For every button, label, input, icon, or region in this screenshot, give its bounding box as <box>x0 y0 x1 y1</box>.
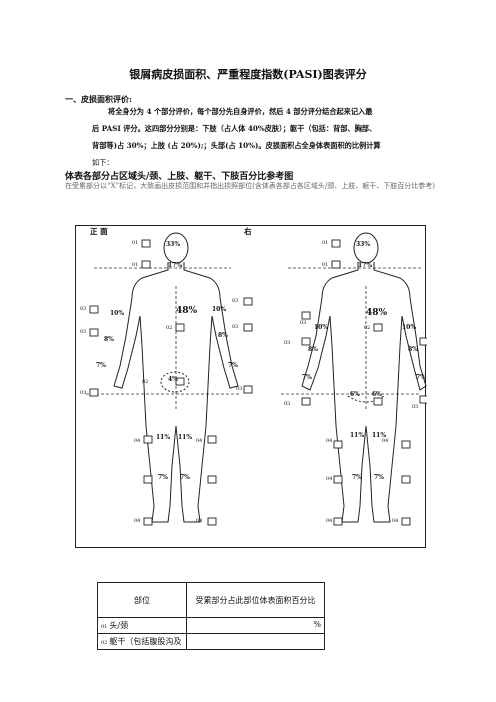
table-header-region: 部位 <box>97 582 187 618</box>
code-arm-front-6: 03 <box>236 386 243 392</box>
code-leg-back-2: 04 <box>382 438 389 444</box>
code-trunk-front: 02 <box>166 325 173 331</box>
front-upper-arm-l-pct: 10% <box>110 310 125 317</box>
front-label: 正 面 <box>90 227 108 236</box>
row-code: 02 <box>101 640 108 646</box>
paragraph-line-3: 背部等)占 30%；上肢 (占 20%);；头部(占 10%)。皮损面积占全身体… <box>92 141 381 150</box>
code-leg-front-2: 04 <box>196 438 203 444</box>
back-calf-l-pct: 7% <box>352 474 362 481</box>
code-leg-back-5: 04 <box>392 518 399 524</box>
code-arm-front-1: 03 <box>80 306 87 312</box>
checkboxes <box>89 239 427 526</box>
back-thigh-r-pct: 11% <box>372 432 387 439</box>
section-heading-area: 一、皮损面积评价: <box>65 94 132 104</box>
code-arm-back-3: 03 <box>284 401 291 407</box>
back-trunk-pct: 48% <box>366 308 388 318</box>
code-head-back: 01 <box>322 240 329 246</box>
code-leg-front-1: 04 <box>134 438 141 444</box>
code-arm-back-4: 03 <box>412 404 419 410</box>
back-head-pct: 33% <box>356 241 371 248</box>
back-upper-arm-l-pct: 10% <box>314 324 329 331</box>
back-upper-arm-r-pct: 10% <box>402 324 417 331</box>
front-head-pct: 33% <box>166 241 181 248</box>
division-lines <box>86 267 421 411</box>
back-buttock-r-pct: 6% <box>372 391 382 398</box>
figure-instruction: 在受累部分以“X”标记，大致画出皮损范围和并指出损照部位(含体表各部占各区域头/… <box>65 182 435 190</box>
front-body-outline <box>113 232 239 523</box>
back-hand-l-pct: 7% <box>302 374 312 381</box>
back-thigh-l-pct: 11% <box>350 432 365 439</box>
code-trunk-back: 02 <box>364 325 371 331</box>
back-forearm-l-pct: 8% <box>308 346 318 353</box>
front-thigh-l-pct: 11% <box>156 434 171 441</box>
front-calf-r-pct: 7% <box>180 474 190 481</box>
paragraph-line-1: 将全身分为 4 个部分评价，每个部分先自身评价，然后 4 部分评分结合起来记入最 <box>108 107 373 116</box>
back-buttock-l-pct: 6% <box>350 391 360 398</box>
code-head-front: 01 <box>132 240 139 246</box>
back-neck-pct: 17% <box>358 262 373 269</box>
code-leg-back-4: 04 <box>326 518 333 524</box>
code-arm-front-2: 03 <box>80 329 87 335</box>
code-arm-front-5: 03 <box>232 324 239 330</box>
document-title: 银屑病皮损面积、严重程度指数(PASI)图表评分 <box>129 68 367 81</box>
code-arm-front-3: 03 <box>80 390 87 396</box>
front-trunk-pct: 48% <box>176 306 198 316</box>
right-label: 右 <box>244 227 252 236</box>
front-hand-r-pct: 7% <box>228 362 238 369</box>
paragraph-line-2: 后 PASI 评分。这四部分分别是：下肢（占人体 40%皮肤）；躯干（包括：背部… <box>92 124 377 133</box>
back-forearm-r-pct: 8% <box>408 346 418 353</box>
code-arm-back-1: 03 <box>300 320 307 326</box>
front-upper-arm-r-pct: 10% <box>212 306 227 313</box>
front-groin-pct: 4% <box>168 376 178 383</box>
code-leg-front-3: 04 <box>134 518 141 524</box>
figure-heading: 体表各部分占区域头/颈、上肢、躯干、下肢百分比参考图 <box>65 172 294 182</box>
front-calf-l-pct: 7% <box>158 474 168 481</box>
back-calf-r-pct: 7% <box>374 474 384 481</box>
body-diagram <box>86 232 427 526</box>
body-diagram-frame: 正 面 右 <box>75 225 427 548</box>
code-groin-front: 02 <box>142 379 149 385</box>
code-leg-front-4: 04 <box>196 518 203 524</box>
row-value[interactable]: % <box>186 617 325 634</box>
row-value-text: % <box>313 620 321 629</box>
code-neck-front: 01 <box>132 262 139 268</box>
front-forearm-l-pct: 8% <box>104 336 114 343</box>
code-arm-back-2: 03 <box>284 340 291 346</box>
row-label: 头/颈 <box>109 621 129 630</box>
front-forearm-r-pct: 8% <box>218 332 228 339</box>
front-neck-pct: 17% <box>168 262 183 269</box>
code-leg-back-3: 04 <box>326 476 333 482</box>
row-value[interactable] <box>186 633 325 650</box>
back-hand-r-pct: 7% <box>416 374 426 381</box>
paragraph-line-4: 如下： <box>92 158 114 167</box>
row-code: 01 <box>101 624 108 630</box>
code-neck-back: 01 <box>322 262 329 268</box>
table-header-percent: 受累部分占此部位体表面积百分比 <box>186 582 325 618</box>
back-body-outline <box>301 232 427 523</box>
code-arm-front-4: 03 <box>232 298 239 304</box>
code-leg-back-1: 04 <box>326 438 333 444</box>
row-label: 躯干（包括腹股沟及 <box>109 637 182 646</box>
front-thigh-r-pct: 11% <box>178 434 193 441</box>
front-hand-l-pct: 7% <box>96 362 106 369</box>
